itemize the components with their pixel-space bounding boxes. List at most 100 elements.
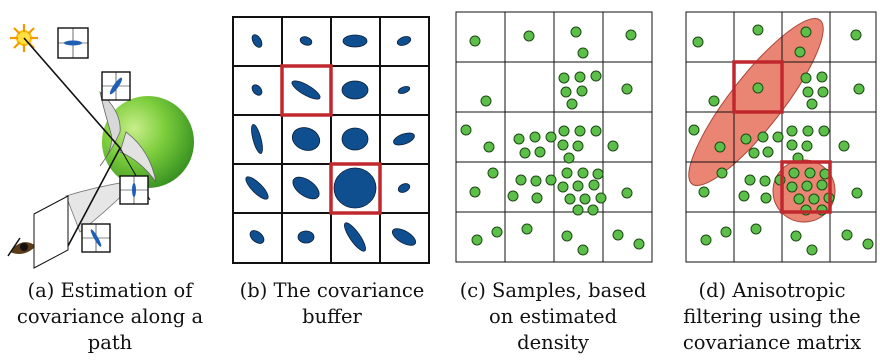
sample-point <box>688 124 700 136</box>
sample-point <box>570 26 582 38</box>
sample-point <box>469 186 481 198</box>
filtering-grid <box>685 11 877 263</box>
covariance-ellipse <box>396 36 412 46</box>
sample-point <box>786 139 798 151</box>
samples-grid <box>455 11 653 263</box>
sample-point <box>862 238 874 250</box>
highlight-box <box>780 160 832 214</box>
highlight-box <box>329 162 382 215</box>
covariance-ellipse <box>251 34 263 48</box>
sample-point <box>572 180 584 192</box>
covariance-ellipse <box>391 228 417 246</box>
caption-line: (c) Samples, based <box>459 279 647 302</box>
sample-point <box>530 175 542 187</box>
eye-icon <box>7 237 36 257</box>
sample-point <box>507 190 519 202</box>
caption-a: (a) Estimation of covariance along a pat… <box>0 278 220 356</box>
covariance-ellipse <box>251 84 263 96</box>
sample-point <box>816 179 828 191</box>
sample-point <box>469 35 481 47</box>
sample-point <box>748 147 760 159</box>
sample-point <box>716 167 728 179</box>
covariance-ellipse <box>393 132 415 146</box>
sample-point <box>561 167 573 179</box>
sample-point <box>487 167 499 179</box>
panel-d: (d) Anisotropic filtering using the cova… <box>664 0 880 362</box>
sample-point <box>817 86 829 98</box>
sample-point <box>816 71 828 83</box>
sample-point <box>786 181 798 193</box>
sample-point <box>801 140 813 152</box>
sample-point <box>851 187 863 199</box>
sample-point <box>531 192 543 204</box>
sample-point <box>720 226 732 238</box>
sample-point <box>592 168 604 180</box>
sample-point <box>523 30 535 42</box>
sample-point <box>802 125 814 137</box>
sample-point <box>595 192 607 204</box>
sample-point <box>714 141 726 153</box>
sample-point <box>800 72 812 84</box>
sample-point <box>558 125 570 137</box>
caption-line: (d) Anisotropic <box>698 279 846 302</box>
sample-point <box>480 95 492 107</box>
covariance-buffer-grid <box>232 16 430 264</box>
sample-point <box>759 175 771 187</box>
sample-point <box>625 29 637 41</box>
sample-point <box>806 98 818 110</box>
covariance-ellipse <box>341 127 369 151</box>
sample-point <box>804 167 816 179</box>
sample-point <box>491 226 503 238</box>
cone-shape <box>119 131 157 183</box>
sample-point <box>572 204 584 216</box>
caption-b: (b) The covariance buffer <box>222 278 442 330</box>
sample-point <box>590 125 602 137</box>
sample-point <box>563 152 575 164</box>
sample-point <box>808 193 820 205</box>
sample-point <box>621 83 633 95</box>
sphere <box>102 96 194 188</box>
sample-point <box>564 193 576 205</box>
sample-point <box>760 192 772 204</box>
covariance-ellipse <box>342 34 368 48</box>
sample-point <box>612 229 624 241</box>
sample-point <box>577 47 589 59</box>
sample-point <box>801 180 813 192</box>
sample-point <box>471 234 483 246</box>
covariance-ellipse <box>333 167 377 209</box>
path-diagram <box>7 24 194 269</box>
caption-line: filtering using the <box>683 305 861 328</box>
covariance-ellipse <box>251 124 263 154</box>
sample-point <box>757 131 769 143</box>
sample-point <box>566 98 578 110</box>
covariance-ellipse <box>397 86 411 94</box>
sample-point <box>786 125 798 137</box>
caption-line: buffer <box>302 305 362 328</box>
caption-d: (d) Anisotropic filtering using the cova… <box>664 278 880 356</box>
sample-point <box>545 174 557 186</box>
covariance-ellipse <box>292 176 320 200</box>
sample-point <box>698 186 710 198</box>
caption-line: path <box>87 331 133 354</box>
sample-point <box>744 174 756 186</box>
panel-a: (a) Estimation of covariance along a pat… <box>0 0 220 362</box>
sample-point <box>515 174 527 186</box>
caption-c: (c) Samples, based on estimated density <box>443 278 663 356</box>
covariance-ellipse <box>291 127 321 151</box>
sample-point <box>588 179 600 191</box>
caption-line: covariance along a <box>16 305 204 328</box>
sample-point <box>853 83 865 95</box>
sample-point <box>561 230 573 242</box>
caption-line: on estimated <box>488 305 618 328</box>
sample-point <box>794 46 806 58</box>
covariance-ellipse <box>297 230 315 244</box>
panel-c: (c) Samples, based on estimated density <box>443 0 663 362</box>
sample-point <box>587 204 599 216</box>
panel-b: (b) The covariance buffer <box>222 0 442 362</box>
sample-point <box>633 238 645 250</box>
sample-point <box>557 181 569 193</box>
sample-point <box>800 26 812 38</box>
sample-point <box>788 167 800 179</box>
sample-point <box>558 72 570 84</box>
sample-point <box>700 234 712 246</box>
